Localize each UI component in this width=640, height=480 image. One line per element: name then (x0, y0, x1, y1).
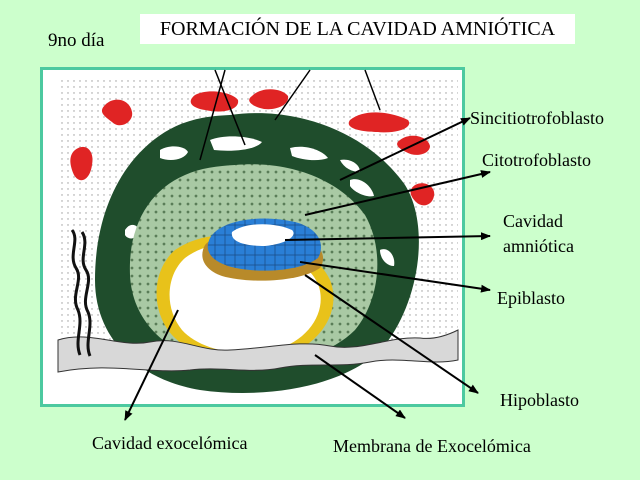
arrow-sincitiotrofoblasto (339, 117, 471, 181)
amniotic-cavity (231, 224, 294, 246)
arrow-cavidad-exocelomica (124, 309, 179, 421)
label-cavidad-amniotica-1: Cavidad (503, 211, 563, 231)
day-label: 9no día (48, 30, 105, 51)
uterine-gland (70, 229, 92, 357)
upper-pointer-lines (199, 69, 381, 161)
arrow-membrana-exocelomica (314, 354, 406, 419)
label-membrana-exocelomica: Membrana de Exocelómica (333, 436, 531, 456)
title-box: FORMACIÓN DE LA CAVIDAD AMNIÓTICA (140, 14, 575, 44)
label-hipoblasto: Hipoblasto (500, 390, 579, 410)
uterine-epithelium (57, 329, 459, 373)
arrow-cavidad-amniotica (284, 232, 491, 241)
page-title: FORMACIÓN DE LA CAVIDAD AMNIÓTICA (159, 17, 556, 40)
label-arrows (124, 117, 491, 421)
label-citotrofoblasto: Citotrofoblasto (482, 150, 591, 170)
label-sincitiotrofoblasto: Sincitiotrofoblasto (470, 108, 604, 128)
arrow-citotrofoblasto (304, 170, 491, 216)
label-cavidad-exocelomica: Cavidad exocelómica (92, 433, 248, 453)
arrow-hipoblasto (304, 274, 479, 394)
label-cavidad-amniotica-2: amniótica (503, 236, 574, 256)
label-epiblasto: Epiblasto (497, 288, 565, 308)
arrow-epiblasto (299, 261, 491, 293)
